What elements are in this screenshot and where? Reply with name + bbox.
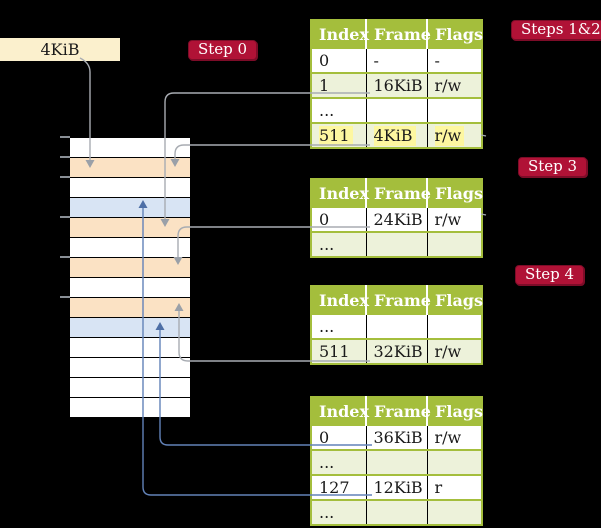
cell-index: ... [311,499,366,525]
memory-row-peach [70,158,190,178]
step-3-label: Step 3 [518,157,588,177]
cell-index: 127 [311,474,366,500]
cell-frame: 32KiB [365,338,427,364]
page-size-box: 4KiB [0,38,120,61]
memory-row-white [70,378,190,398]
table-row: 0 24KiB r/w [311,206,482,232]
cell-frame: 4KiB [365,122,427,148]
cell-flags: r/w [426,206,482,232]
cell-index: ... [311,231,366,257]
table-header-row: Index Frame Flags [311,397,483,425]
table-row: ... [311,97,482,123]
column-header-index: Index [311,397,369,425]
step-4-label: Step 4 [515,265,585,285]
cell-flags [426,97,482,123]
column-header-flags: Flags [426,20,483,48]
steps-1-2-label: Steps 1&2 [511,20,601,40]
cell-frame: 24KiB [365,206,427,232]
page-table-steps-1-2: Index Frame Flags 0 - - 1 16KiB r/w ... … [310,19,483,149]
table-row: 127 12KiB r [311,474,482,500]
page-size-label: 4KiB [40,40,80,59]
cell-flags: r [426,474,482,500]
column-header-frame: Frame [365,179,431,207]
cell-frame: 16KiB [365,72,427,98]
cell-frame [365,449,427,475]
tick-mark [60,156,70,158]
cell-flags: - [426,47,482,73]
memory-row-white [70,278,190,298]
table-row: 0 36KiB r/w [311,424,482,450]
cell-flags: r/w [426,122,482,148]
table-header-row: Index Frame Flags [311,179,483,207]
cell-flags: r/w [426,338,482,364]
cell-flags [426,499,482,525]
memory-row-peach [70,258,190,278]
column-header-frame: Frame [365,20,431,48]
tick-mark [60,176,70,178]
tick-mark [60,296,70,298]
cell-index: 0 [311,206,366,232]
cell-index: 511 [311,338,366,364]
cell-frame [365,231,427,257]
cell-flags [426,449,482,475]
memory-row-peach [70,218,190,238]
step-0-label: Step 0 [188,40,258,60]
column-header-index: Index [311,286,369,314]
memory-row-white [70,178,190,198]
cell-index: 1 [311,72,366,98]
cell-frame [365,97,427,123]
cell-index: 0 [311,47,366,73]
memory-row-white [70,338,190,358]
column-header-frame: Frame [365,286,431,314]
table-row: 1 16KiB r/w [311,72,482,98]
cell-index: 0 [311,424,366,450]
cell-frame: 36KiB [365,424,427,450]
table-row: 0 - - [311,47,482,73]
cell-flags: r/w [426,424,482,450]
column-header-index: Index [311,179,369,207]
memory-row-white [70,398,190,418]
cell-frame: - [365,47,427,73]
table-row: ... [311,231,482,257]
memory-row-peach [70,298,190,318]
memory-row-white [70,138,190,158]
cell-flags: r/w [426,72,482,98]
cell-index: ... [311,449,366,475]
memory-row-blue [70,198,190,218]
page-table-step-4: Index Frame Flags ... 511 32KiB r/w [310,285,483,365]
column-header-frame: Frame [365,397,431,425]
cell-index: ... [311,97,366,123]
column-header-flags: Flags [426,179,483,207]
page-table-step-3: Index Frame Flags 0 24KiB r/w ... [310,178,483,258]
cell-frame: 12KiB [365,474,427,500]
tick-mark [60,216,70,218]
column-header-index: Index [311,20,369,48]
table-header-row: Index Frame Flags [311,286,483,314]
table-row: ... [311,499,482,525]
table-row: ... [311,313,482,339]
tick-mark [60,136,70,138]
cell-flags [426,231,482,257]
memory-row-white [70,238,190,258]
memory-row-blue [70,318,190,338]
column-header-flags: Flags [426,397,483,425]
page-table-final: Index Frame Flags 0 36KiB r/w ... 127 12… [310,396,483,526]
table-row: 511 32KiB r/w [311,338,482,364]
table-row-highlighted: 511 4KiB r/w [311,122,482,148]
table-row: ... [311,449,482,475]
cell-index: 511 [311,122,366,148]
table-header-row: Index Frame Flags [311,20,483,48]
cell-flags [426,313,482,339]
cell-frame [365,313,427,339]
cell-frame [365,499,427,525]
memory-row-white [70,358,190,378]
tick-mark [60,256,70,258]
cell-index: ... [311,313,366,339]
memory-column [70,137,190,418]
column-header-flags: Flags [426,286,483,314]
